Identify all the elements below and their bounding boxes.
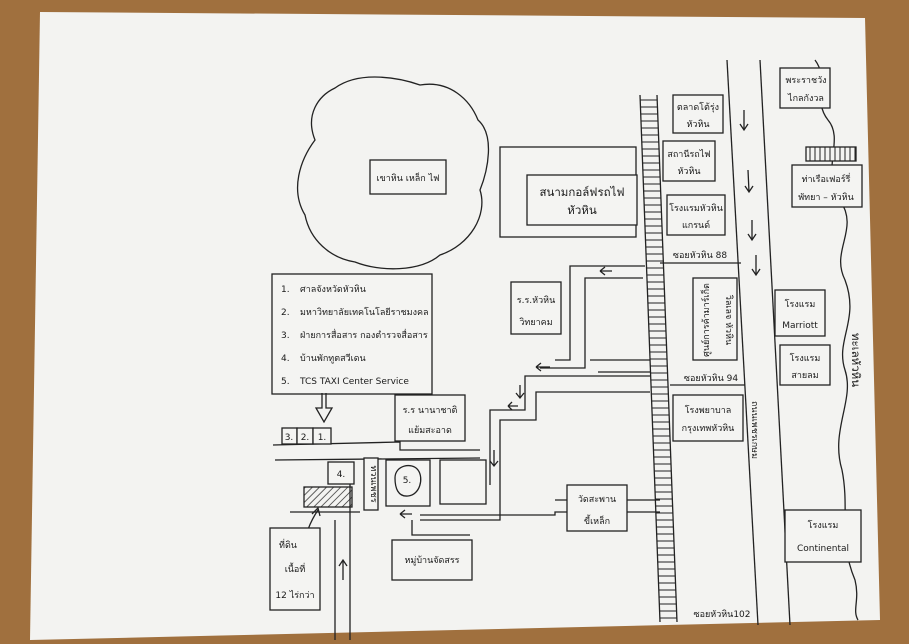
cell-5-box (385, 459, 431, 507)
shopping-village-label-1: ศูนย์การค้ามาร์เก็ต (699, 283, 712, 357)
temple-label-2: ขี้เหล็ก (584, 514, 610, 527)
side-building-label: ทวนเพชร (368, 465, 378, 502)
train-station-box (662, 140, 716, 182)
legend-item-number: 3. (281, 331, 290, 341)
ferry-box (791, 164, 863, 208)
legend-item-text: บ้านพักทูตสวีเดน (300, 353, 366, 364)
land-label-3: 12 ไร่กว่า (275, 590, 314, 601)
legend-item-text: TCS TAXI Center Service (299, 377, 409, 387)
cell-3-label: 3. (285, 433, 294, 443)
night-market-box (672, 94, 724, 134)
hospital-label-1: โรงพยาบาล (685, 405, 732, 416)
legend-item-number: 4. (281, 354, 290, 364)
intl-school-box (394, 394, 466, 442)
hotel-grand-label-2: แกรนด์ (682, 219, 710, 231)
mountain-label-box (369, 159, 447, 195)
petchkasem-label: ถนนเพชรเกษม (749, 401, 759, 459)
hospital-box (672, 394, 744, 442)
village-label: หมู่บ้านจัดสรร (404, 555, 459, 566)
continental-label-2: Continental (797, 544, 849, 554)
hospital-label-2: กรุงเทพหัวหิน (682, 423, 735, 434)
shopping-village-box (692, 277, 738, 361)
road-arrows (739, 110, 761, 277)
ferry-pier (805, 146, 857, 162)
hotel-grand-box (666, 194, 726, 236)
palace-box (779, 67, 831, 109)
palace-label-1: พระราชวัง (785, 76, 826, 86)
sea-label: ทะเลหัวหิน (849, 333, 863, 387)
empty-block (439, 459, 487, 505)
saylom-box (779, 344, 831, 386)
temple-box (566, 484, 628, 532)
legend-item-text: ศาลจังหวัดหัวหิน (300, 284, 366, 295)
saylom-label-2: สายลม (791, 371, 818, 381)
soi102-label: ซอยหัวหิน102 (693, 609, 750, 620)
marriott-label-1: โรงแรม (785, 299, 816, 310)
land-label-2: เนื้อที่ (285, 562, 306, 575)
saylom-label-1: โรงแรม (790, 353, 821, 364)
night-market-label-1: ตลาดโต้รุ่ง (677, 102, 719, 113)
legend-box (271, 273, 433, 395)
cell-2-label: 2. (301, 433, 310, 443)
shopping-village-label-2: วิลเลจ หัวหิน (723, 295, 734, 345)
cell-5-label: 5. (403, 476, 412, 486)
cell-1-box (312, 427, 332, 445)
petchkasem-road-left (726, 59, 759, 626)
train-station-label-2: หัวหิน (677, 166, 700, 177)
legend-item-number: 2. (281, 308, 290, 318)
huahin-school-label-1: ร.ร.หัวหิน (517, 295, 555, 306)
legend-list: 1. ศาลจังหวัดหัวหิน 2. มหาวิทยาลัยเทคโนโลยี… (281, 284, 429, 387)
temple-label-1: วัดสะพาน (578, 495, 616, 505)
golf-label-box (526, 174, 638, 226)
night-market-label-2: หัวหิน (686, 119, 709, 130)
ferry-label-1: ท่าเรือเฟอร์รี่ (802, 172, 851, 185)
village-box (391, 539, 473, 581)
train-station-label-1: สถานีรถไฟ (667, 149, 710, 160)
continental-box (784, 509, 862, 563)
huahin-school-box (510, 281, 562, 335)
cell-4-box (327, 461, 355, 485)
legend-item-number: 1. (281, 285, 290, 295)
continental-label-1: โรงแรม (808, 520, 839, 531)
legend-item-text: มหาวิทยาลัยเทคโนโลยีราชมงคล (300, 307, 429, 318)
marriott-label-2: Marriott (782, 321, 818, 331)
cell-1-label: 1. (318, 433, 327, 443)
marriott-box (774, 289, 826, 337)
cell-4-label: 4. (337, 470, 346, 480)
palace-label-2: ไกลกังวล (787, 93, 824, 104)
legend-pointer-arrow (314, 393, 334, 424)
mountain-label: เขาหิน เหล็ก ไฟ (377, 171, 440, 184)
land-label-1: ที่ดิน (279, 538, 297, 551)
intl-school-label-2: แย้มสะอาด (408, 425, 452, 436)
golf-label-2: หัวหิน (567, 203, 597, 217)
intl-school-label-1: ร.ร นานาชาติ (403, 405, 458, 416)
legend-item-text: ฝ่ายการสื่อสาร กองตำรวจสื่อสาร (300, 328, 428, 341)
soi88-label: ซอยหัวหิน 88 (673, 250, 727, 261)
soi94-label: ซอยหัวหิน 94 (684, 373, 738, 384)
golf-label-1: สนามกอล์ฟรถไฟ (539, 185, 624, 199)
target-land-hatch (303, 486, 353, 508)
ferry-label-2: พัทยา – หัวหิน (798, 192, 854, 203)
side-building-box (363, 457, 379, 511)
land-box (269, 527, 321, 611)
cell-5-blob (394, 464, 422, 497)
huahin-school-label-2: วิทยาคม (519, 317, 552, 328)
railway-track (639, 94, 678, 623)
hotel-grand-label-1: โรงแรมหัวหิน (669, 203, 723, 214)
mountain-outline (297, 76, 490, 270)
legend-item-number: 5. (281, 377, 290, 387)
